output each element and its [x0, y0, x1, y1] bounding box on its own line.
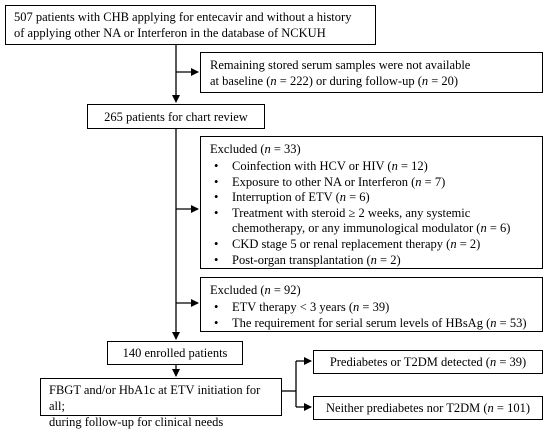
excluded-33-item: Exposure to other NA or Interferon (n = …	[210, 175, 533, 191]
no-samples-line-1: Remaining stored serum samples were not …	[210, 58, 471, 72]
box-excluded-33: Excluded (n = 33) Coinfection with HCV o…	[200, 136, 543, 269]
excluded-92-item: The requirement for serial serum levels …	[210, 316, 533, 332]
excluded-92-heading: Excluded (n = 92)	[210, 283, 301, 297]
excluded-33-item: Coinfection with HCV or HIV (n = 12)	[210, 159, 533, 175]
chart-review-label: 265 patients for chart review	[104, 110, 248, 124]
excluded-33-item: CKD stage 5 or renal replacement therapy…	[210, 237, 533, 253]
excluded-33-heading: Excluded (n = 33)	[210, 142, 301, 156]
screening-line-2: during follow-up for clinical needs	[49, 415, 224, 429]
source-line-2: of applying other NA or Interferon in th…	[14, 26, 326, 40]
excluded-33-item: Post-organ transplantation (n = 2)	[210, 253, 533, 269]
box-outcome-detected: Prediabetes or T2DM detected (n = 39)	[313, 350, 543, 374]
excluded-92-item: ETV therapy < 3 years (n = 39)	[210, 300, 533, 316]
box-chart-review: 265 patients for chart review	[87, 104, 265, 129]
box-outcome-not-detected: Neither prediabetes nor T2DM (n = 101)	[313, 396, 543, 420]
screening-line-1: FBGT and/or HbA1c at ETV initiation for …	[49, 383, 261, 413]
box-source-population: 507 patients with CHB applying for entec…	[5, 5, 376, 45]
no-samples-line-2: at baseline (n = 222) or during follow-u…	[210, 74, 459, 88]
detected-label: Prediabetes or T2DM detected (n = 39)	[329, 355, 527, 369]
not-detected-label: Neither prediabetes nor T2DM (n = 101)	[326, 401, 530, 415]
box-screening: FBGT and/or HbA1c at ETV initiation for …	[40, 378, 282, 429]
excluded-33-list: Coinfection with HCV or HIV (n = 12) Exp…	[210, 159, 533, 268]
box-no-samples: Remaining stored serum samples were not …	[200, 52, 543, 93]
box-enrolled: 140 enrolled patients	[107, 341, 243, 365]
box-excluded-92: Excluded (n = 92) ETV therapy < 3 years …	[200, 277, 543, 332]
excluded-33-item: Interruption of ETV (n = 6)	[210, 190, 533, 206]
excluded-92-list: ETV therapy < 3 years (n = 39) The requi…	[210, 300, 533, 331]
excluded-33-item: Treatment with steroid ≥ 2 weeks, any sy…	[210, 206, 533, 237]
source-line-1: 507 patients with CHB applying for entec…	[14, 10, 352, 24]
enrolled-label: 140 enrolled patients	[122, 346, 228, 360]
